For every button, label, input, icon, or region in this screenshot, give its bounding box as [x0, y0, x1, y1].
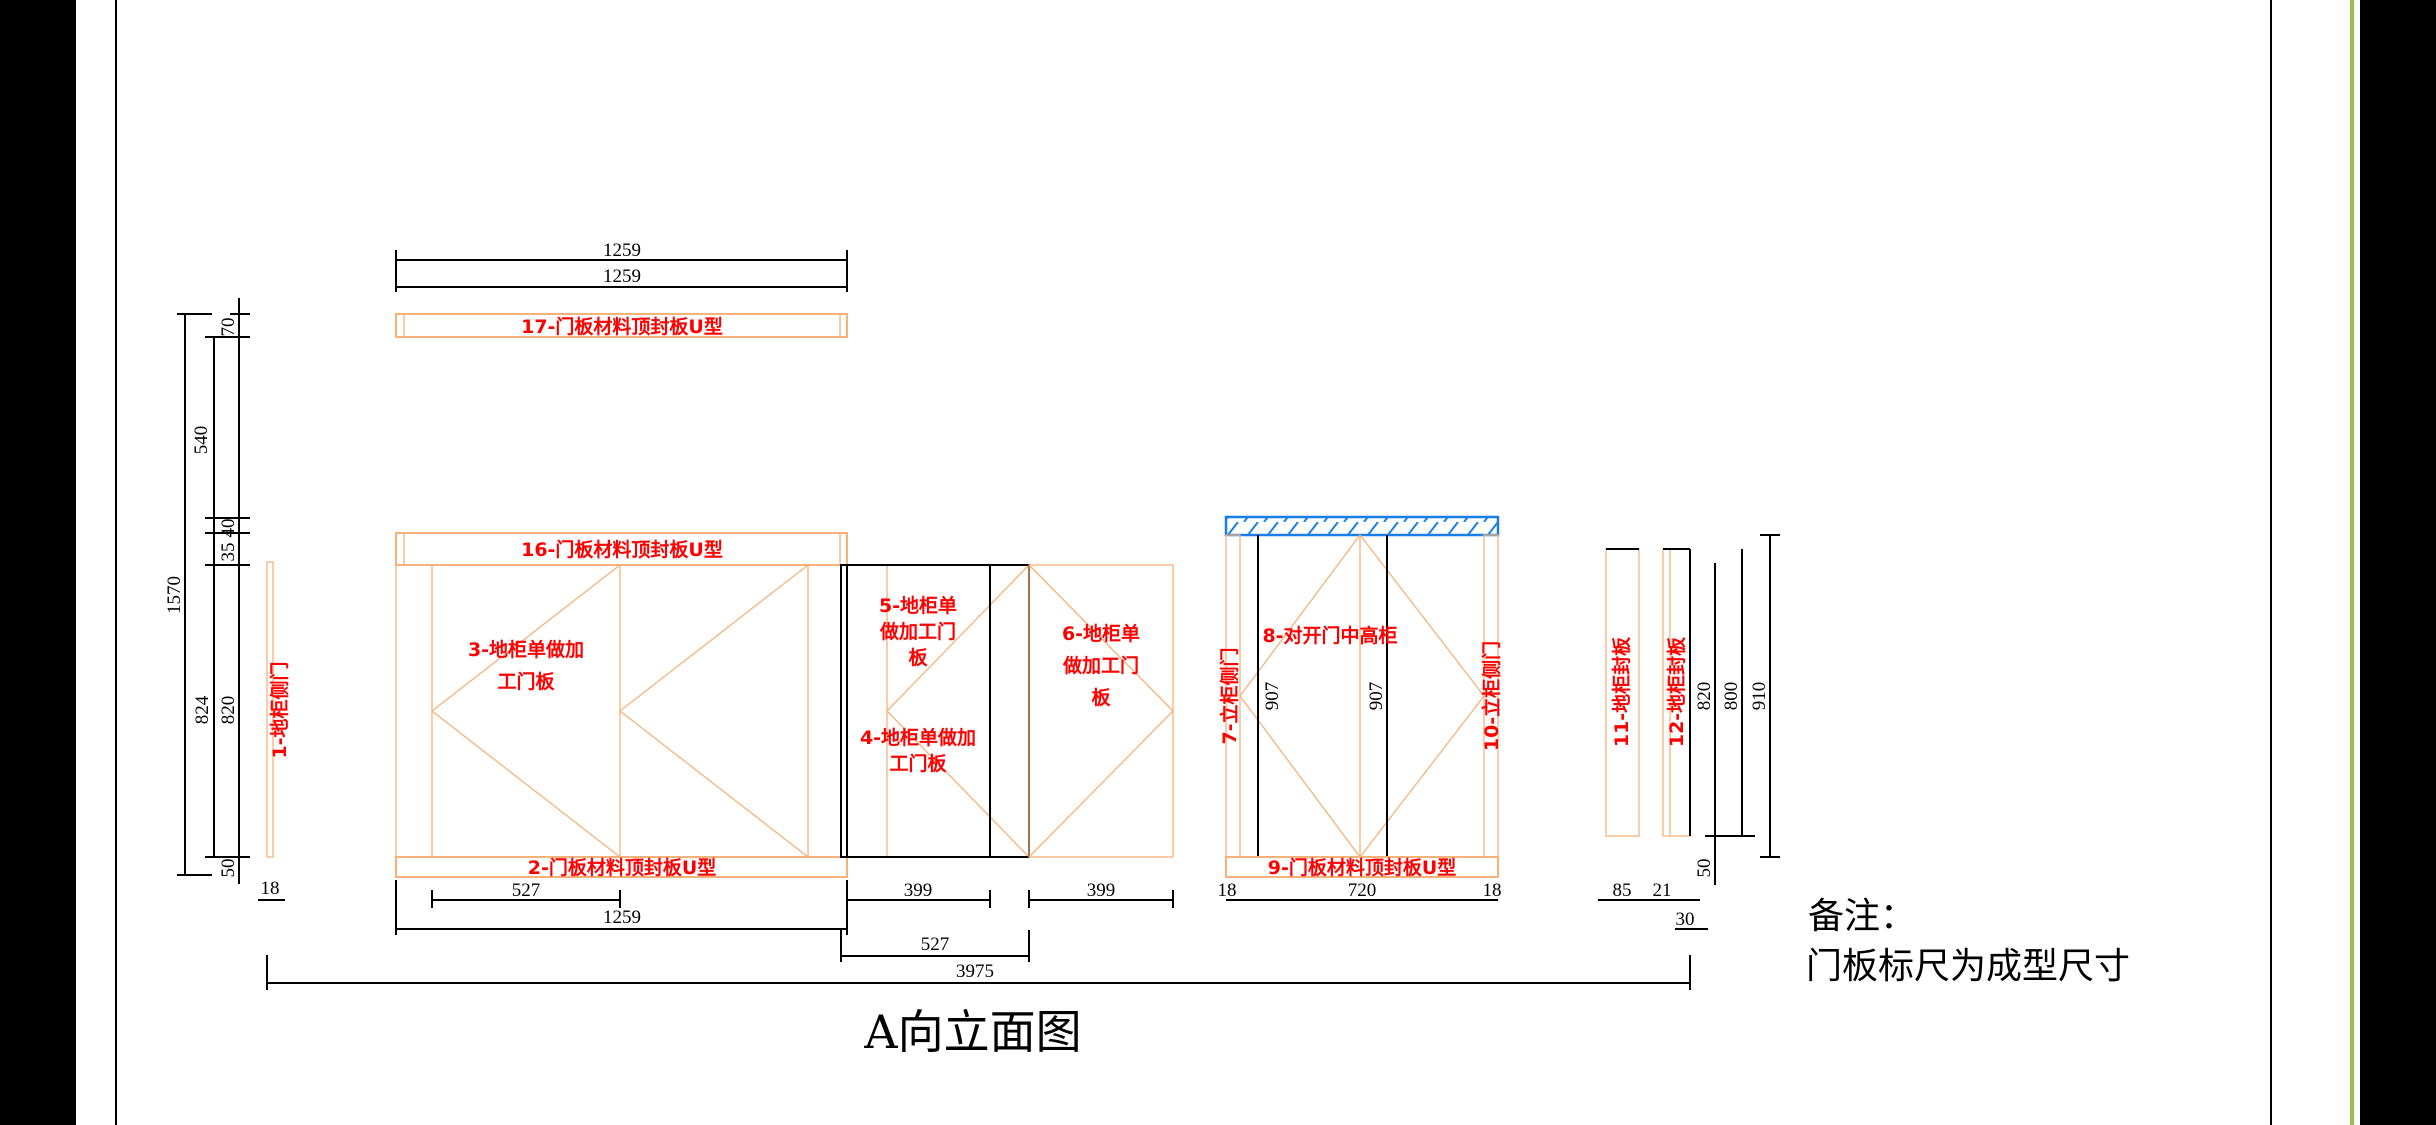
dim-907-b: 907: [1366, 682, 1387, 711]
label-panel-6-line2: 做加工门: [1062, 654, 1139, 677]
dim-50: 50: [218, 859, 239, 878]
dim-824: 824: [192, 695, 213, 724]
label-panel-3-line1: 3-地柜单做加: [468, 638, 584, 661]
dim-720: 720: [1348, 880, 1377, 901]
dim-18-b: 18: [1483, 880, 1502, 901]
panel-4-5: 5-地柜单 做加工门 板 4-地柜单做加 工门板: [840, 564, 1030, 858]
label-panel-6-line3: 板: [1091, 686, 1111, 709]
label-panel-10: 10-立柜侧门: [1480, 641, 1503, 751]
dim-527-right: 527: [921, 934, 950, 955]
dim-30: 30: [1676, 909, 1695, 930]
drawing-title: A向立面图: [863, 1005, 1081, 1059]
dim-50-right: 50: [1694, 859, 1715, 878]
left-black-margin: [0, 0, 76, 1125]
dim-21: 21: [1653, 880, 1672, 901]
panel-3-4: 3-地柜单做加 工门板: [395, 564, 848, 858]
note-text: 门板标尺为成型尺寸: [1806, 946, 2130, 987]
label-panel-2: 2-门板材料顶封板U型: [528, 856, 717, 879]
dim-527-left: 527: [512, 880, 541, 901]
bottom-dimensions: 18 527 1259 399 399 527 3975: [258, 878, 1691, 990]
label-panel-8: 8-对开门中高柜: [1262, 624, 1397, 647]
dim-399-a: 399: [904, 880, 933, 901]
label-panel-5-line2: 做加工门: [879, 620, 956, 643]
panel-17: 17-门板材料顶封板U型: [395, 313, 848, 338]
label-panel-6-line1: 6-地柜单: [1062, 622, 1140, 645]
label-panel-5-line3: 板: [908, 646, 928, 669]
left-dimensions: 70 540 35 40 1570 824 820 50: [164, 298, 250, 884]
dim-1570: 1570: [164, 576, 185, 614]
dim-top-1: 1259: [603, 240, 641, 261]
label-panel-11: 11-地柜封板: [1610, 636, 1633, 747]
dim-1259-bottom: 1259: [603, 907, 641, 928]
dim-820: 820: [218, 696, 239, 725]
label-panel-4-line1: 4-地柜单做加: [860, 726, 976, 749]
label-panel-16: 16-门板材料顶封板U型: [521, 538, 723, 561]
dim-399-b: 399: [1087, 880, 1116, 901]
note-heading: 备注：: [1808, 896, 1916, 937]
label-panel-9: 9-门板材料顶封板U型: [1268, 856, 1457, 879]
top-dimensions: 1259 1259: [395, 240, 848, 292]
label-panel-12: 12-地柜封板: [1665, 636, 1688, 747]
label-panel-7: 7-立柜侧门: [1218, 647, 1241, 744]
dim-907-a: 907: [1262, 682, 1283, 711]
right-black-margin: [2360, 0, 2436, 1125]
dim-40: 40: [218, 519, 239, 538]
label-panel-4-line2: 工门板: [889, 752, 947, 775]
panel-16: 16-门板材料顶封板U型: [395, 532, 848, 566]
panel-2: 2-门板材料顶封板U型: [395, 856, 848, 879]
hatched-top-section: [1224, 515, 1500, 537]
dim-85: 85: [1613, 880, 1632, 901]
dim-3975: 3975: [956, 961, 994, 982]
panel-1: 1-地柜侧门: [266, 561, 291, 858]
dim-35: 35: [218, 543, 239, 562]
dim-top-2: 1259: [603, 266, 641, 287]
label-panel-1: 1-地柜侧门: [268, 661, 291, 758]
side-panels: 11-地柜封板 12-地柜封板 820 800 910 50 85 21 30: [1598, 534, 1780, 930]
dim-70: 70: [218, 318, 239, 337]
label-panel-17: 17-门板材料顶封板U型: [521, 315, 723, 338]
dim-540: 540: [191, 426, 212, 455]
dim-800: 800: [1721, 682, 1742, 711]
dim-820-right: 820: [1694, 682, 1715, 711]
dim-18-a: 18: [1218, 880, 1237, 901]
label-panel-3-line2: 工门板: [497, 670, 555, 693]
panel-6: 6-地柜单 做加工门 板: [1028, 564, 1174, 858]
dim-910: 910: [1749, 682, 1770, 711]
label-panel-5-line1: 5-地柜单: [879, 594, 957, 617]
dim-18-left: 18: [261, 878, 280, 899]
tall-cabinet: 9-门板材料顶封板U型 7-立柜侧门 907 8-对开门中高柜 907 10-立…: [1218, 515, 1503, 901]
